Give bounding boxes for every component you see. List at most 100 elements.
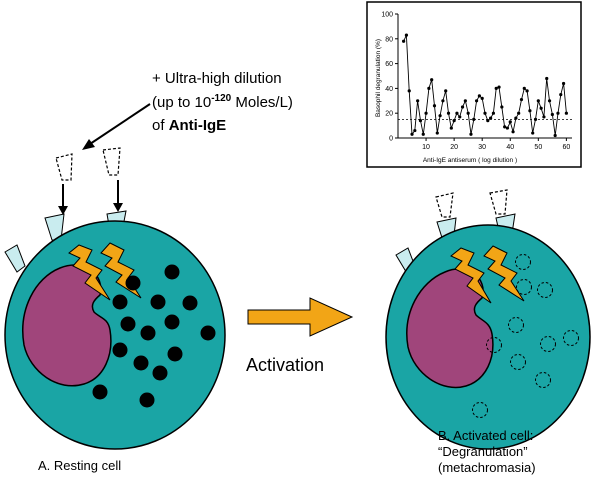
- data-point: [531, 131, 535, 135]
- data-point: [486, 119, 490, 123]
- empty-granule: [516, 279, 532, 295]
- empty-granule: [535, 372, 551, 388]
- cell-b: [385, 189, 591, 450]
- bound-anti-ige-icon: [435, 192, 454, 218]
- x-tick-label: 10: [422, 144, 430, 151]
- data-point: [553, 133, 557, 138]
- lightning-icon: [450, 247, 492, 304]
- data-point: [469, 132, 473, 136]
- activation-arrow: [247, 297, 354, 337]
- data-point: [497, 85, 501, 89]
- data-point: [449, 126, 453, 130]
- granule: [164, 314, 180, 330]
- data-point: [416, 99, 420, 103]
- data-point: [525, 89, 529, 93]
- granule: [120, 316, 136, 332]
- data-point: [407, 89, 411, 93]
- down-arrow-head: [113, 203, 123, 212]
- down-arrow-head: [58, 206, 68, 215]
- data-point: [430, 78, 434, 82]
- y-axis-label: Basophil degranulation (%): [375, 39, 382, 117]
- data-point: [528, 109, 532, 113]
- data-point: [463, 99, 467, 103]
- granule: [112, 294, 128, 310]
- annotation: + Ultra-high dilution (up to 10-120 Mole…: [82, 70, 293, 150]
- data-point: [441, 99, 445, 103]
- data-point: [559, 93, 563, 97]
- data-point: [410, 132, 414, 136]
- y-tick-label: 0: [389, 136, 393, 143]
- granule: [140, 325, 156, 341]
- data-point: [539, 106, 543, 110]
- data-point: [556, 111, 560, 115]
- pointer-arrow-line: [89, 103, 151, 145]
- data-point: [561, 81, 566, 86]
- bound-anti-ige-icon: [489, 189, 508, 215]
- granule: [167, 346, 183, 362]
- data-point: [503, 125, 507, 129]
- data-point: [421, 132, 425, 136]
- data-point: [424, 111, 428, 115]
- data-point: [435, 131, 439, 135]
- cell-b-caption-line1: B. Activated cell:: [438, 428, 533, 443]
- cell-b-caption-line3: (metachromasia): [438, 460, 536, 475]
- granule: [152, 365, 168, 381]
- data-point: [480, 96, 484, 100]
- data-point: [511, 130, 515, 134]
- data-point: [444, 89, 448, 93]
- activation-label: Activation: [246, 355, 324, 375]
- y-tick-label: 60: [385, 61, 393, 68]
- x-tick-label: 50: [534, 144, 542, 151]
- data-point: [545, 76, 549, 81]
- empty-granules: [472, 254, 579, 418]
- data-point: [550, 112, 554, 117]
- data-point: [466, 111, 470, 115]
- x-tick-label: 30: [478, 144, 486, 151]
- cell-b-caption-line2: “Degranulation”: [438, 444, 528, 459]
- data-point: [474, 99, 479, 103]
- data-point: [517, 111, 521, 115]
- anti-ige-antibody-icon: [55, 153, 73, 181]
- y-tick-label: 80: [385, 36, 393, 43]
- data-point: [508, 120, 512, 124]
- granule: [182, 295, 198, 311]
- data-point: [418, 119, 423, 123]
- data-point: [564, 111, 568, 115]
- annotation-line3: of Anti-IgE: [152, 117, 226, 134]
- empty-granule: [508, 317, 524, 333]
- data-point: [477, 94, 481, 98]
- lightning-icon: [483, 245, 525, 302]
- data-point: [536, 99, 540, 103]
- data-point: [500, 105, 504, 109]
- inset-frame: [366, 1, 582, 168]
- data-point: [402, 39, 406, 43]
- data-point: [452, 119, 456, 123]
- empty-granule: [510, 354, 526, 370]
- granule: [150, 294, 166, 310]
- granule: [139, 392, 155, 408]
- x-axis-label: Anti-IgE antiserum ( log dilution ): [423, 157, 517, 164]
- x-tick-label: 60: [562, 144, 570, 151]
- empty-granule: [486, 337, 502, 353]
- data-point: [542, 115, 546, 119]
- data-point: [519, 97, 524, 102]
- granule: [112, 342, 128, 358]
- pointer-arrow-head: [82, 139, 95, 150]
- empty-granule: [540, 336, 556, 352]
- lightning-icon: [68, 244, 111, 301]
- granule: [164, 264, 180, 280]
- data-point: [514, 116, 518, 120]
- empty-granule: [472, 402, 488, 418]
- data-point: [491, 111, 496, 115]
- empty-granule: [537, 282, 553, 298]
- data-point: [505, 126, 510, 130]
- data-point: [427, 86, 431, 90]
- nucleus: [22, 264, 112, 387]
- data-point: [404, 33, 409, 37]
- data-point: [413, 128, 417, 133]
- data-point: [489, 116, 493, 120]
- granule: [92, 384, 108, 400]
- y-tick-label: 100: [381, 12, 393, 19]
